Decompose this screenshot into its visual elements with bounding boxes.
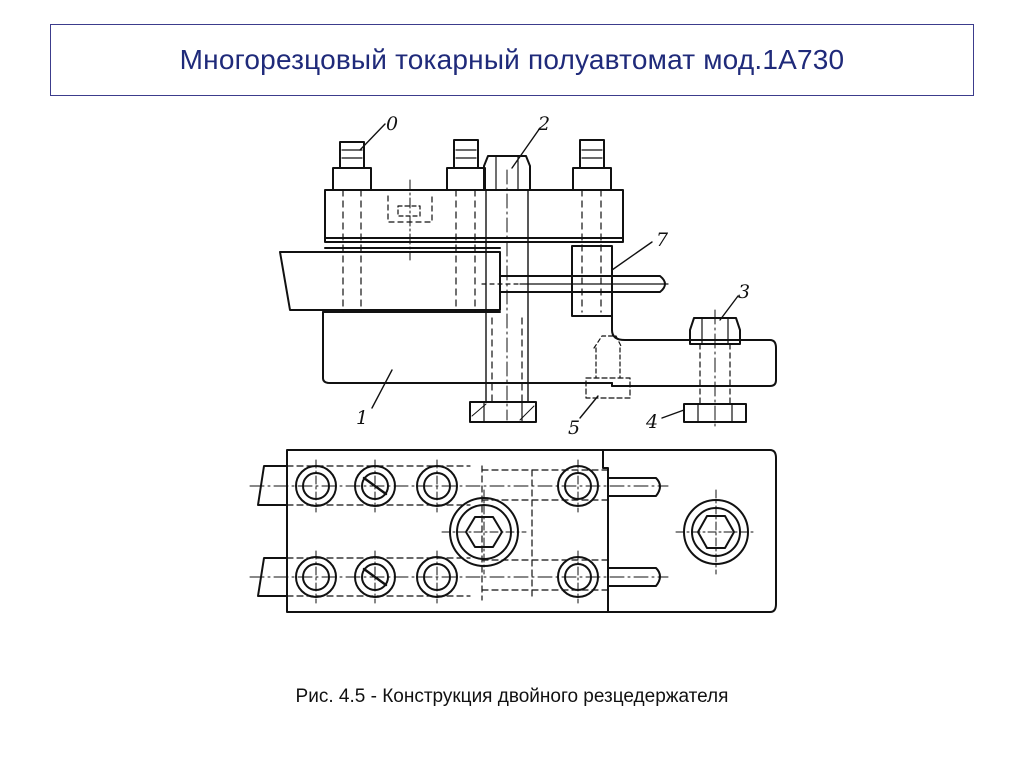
stud-right [579,139,605,169]
key-5 [585,377,631,399]
callout-4: 4 [645,411,658,433]
screw-upper-4 [557,459,599,513]
holder-body [322,311,613,384]
figure-caption: Рис. 4.5 - Конструкция двойного резцедер… [295,686,729,707]
central-bolt-head-2 [483,155,531,191]
callout-2: 2 [537,113,550,135]
screw-upper-2 [354,459,396,513]
callout-1: 1 [356,407,368,429]
title-frame: Многорезцовый токарный полуавтомат мод.1… [50,24,974,96]
screw-lower-2 [354,550,396,604]
screw-upper-3 [416,459,458,513]
stud-middle [453,139,479,169]
plan-view [249,449,777,613]
central-bolt-plan [441,489,527,575]
screw-lower-4 [557,550,599,604]
slide-title: Многорезцовый токарный полуавтомат мод.1… [179,44,845,75]
plan-rod-upper [607,477,661,497]
bracket-arm [611,311,777,387]
callout-3: 3 [738,281,750,303]
upper-clamp-plate [324,189,624,243]
callout-7: 7 [656,229,669,251]
plan-main-plate [286,449,609,613]
screw-lower-1 [295,550,337,604]
screw-lower-3 [416,550,458,604]
central-bolt-nut [469,401,537,423]
nut-4 [683,403,747,423]
callout-5: 5 [568,417,580,439]
bolt-3-plan [675,489,757,575]
front-view [279,123,777,431]
rod-block [571,245,613,317]
callout-0: 0 [386,113,398,135]
screw-upper-1 [295,459,337,513]
bolt-head-3 [689,317,741,345]
cutting-tool [279,251,501,311]
plan-bracket [602,449,777,613]
stud-0 [339,141,365,169]
